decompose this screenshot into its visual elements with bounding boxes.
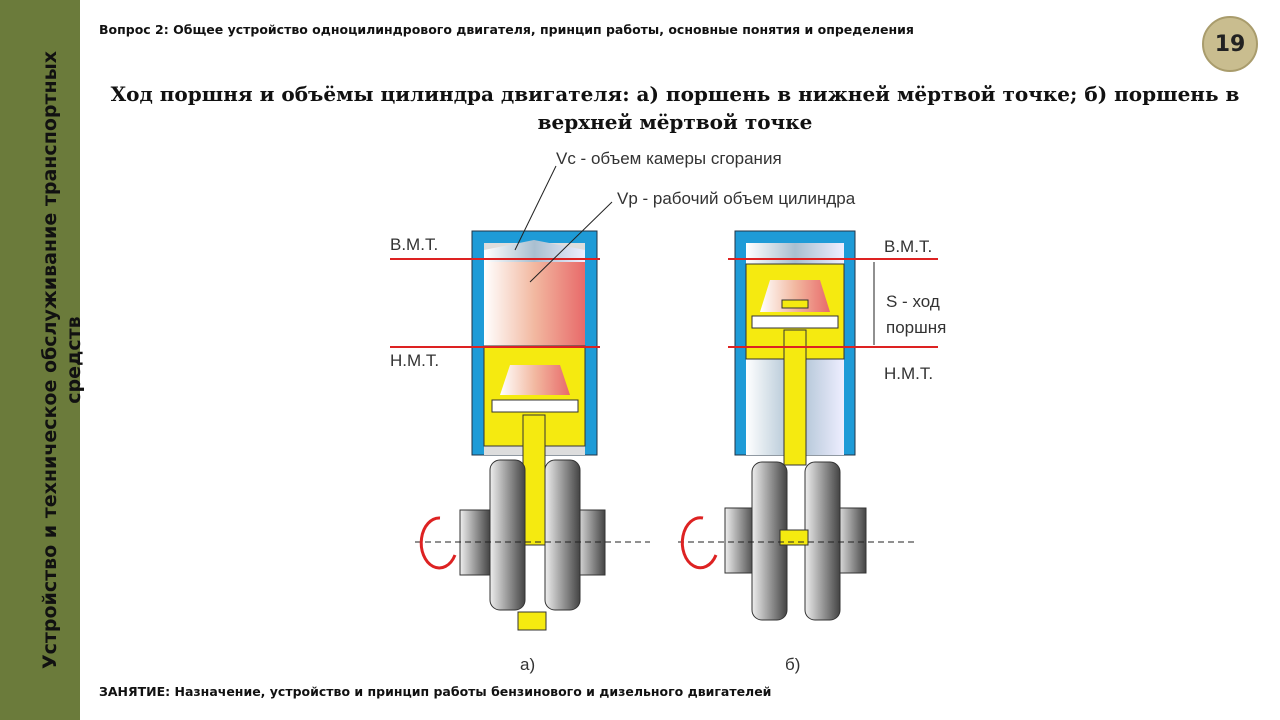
vc-label: Vc - объем камеры сгорания [556,149,782,168]
stroke-label-line1: S - ход [886,292,940,311]
vp-leader-line [529,201,613,283]
caption-a: а) [520,655,535,674]
vc-leader-line [514,165,557,251]
tdc-label-left: В.М.Т. [390,235,438,254]
slide-number-badge: 19 [1202,16,1258,72]
question-heading: Вопрос 2: Общее устройство одноцилиндров… [99,22,914,37]
stroke-label-line2: поршня [886,318,946,337]
bdc-label-left: Н.М.Т. [390,351,439,370]
bdc-label-right: Н.М.Т. [884,364,933,383]
cylinder-bdc [459,230,606,631]
rotation-arrow-icon [680,516,718,570]
caption-b: б) [785,655,800,674]
lesson-footer: ЗАНЯТИЕ: Назначение, устройство и принци… [99,684,772,699]
cylinder-tdc [724,230,867,621]
rotation-arrow-icon [419,516,457,570]
sidebar: Устройство и техническое обслуживание тр… [0,0,85,720]
vp-label: Vp - рабочий объем цилиндра [617,189,856,208]
slide-title: Ход поршня и объёмы цилиндра двигателя: … [110,82,1240,134]
tdc-label-right: В.М.Т. [884,237,932,256]
